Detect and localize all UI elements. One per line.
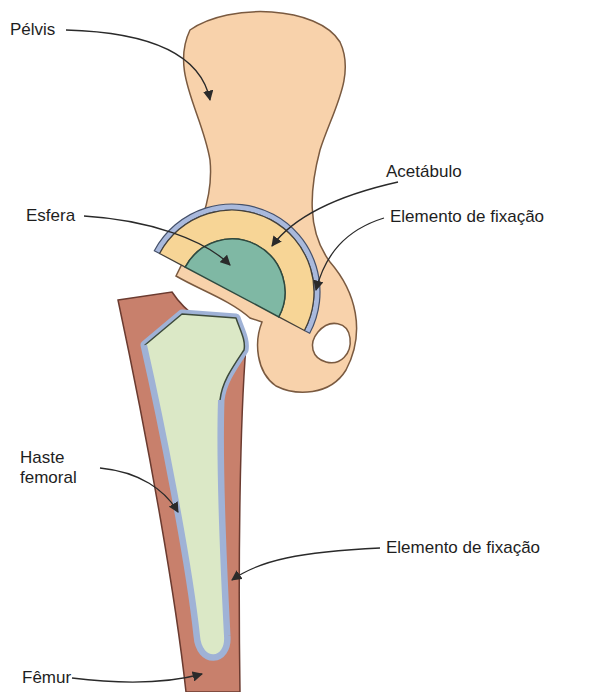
part-label: Elemento de fixação	[390, 207, 544, 227]
leader-arrow	[84, 216, 230, 265]
femoral-stem	[145, 314, 244, 656]
part-label: Fêmur	[22, 668, 71, 688]
leader-arrow	[72, 674, 202, 682]
leader-arrow	[232, 548, 380, 580]
leader-arrow	[272, 182, 398, 246]
femoral-fixation-layer	[145, 314, 244, 656]
femur-bone	[118, 292, 246, 692]
part-label: Haste femoral	[20, 448, 110, 488]
obturator-foramen	[312, 323, 350, 362]
leader-arrow	[316, 218, 384, 290]
part-label: Elemento de fixação	[386, 538, 540, 558]
leader-arrow	[100, 468, 178, 512]
acetabular-cup	[160, 181, 343, 330]
part-label: Esfera	[26, 206, 75, 226]
femoral-stem-edge	[145, 345, 226, 656]
part-label: Acetábulo	[386, 162, 462, 182]
leader-arrow	[66, 30, 210, 100]
femoral-head-sphere	[185, 220, 303, 317]
acetabular-fixation-layer	[154, 173, 351, 333]
part-label: Pélvis	[10, 20, 55, 40]
